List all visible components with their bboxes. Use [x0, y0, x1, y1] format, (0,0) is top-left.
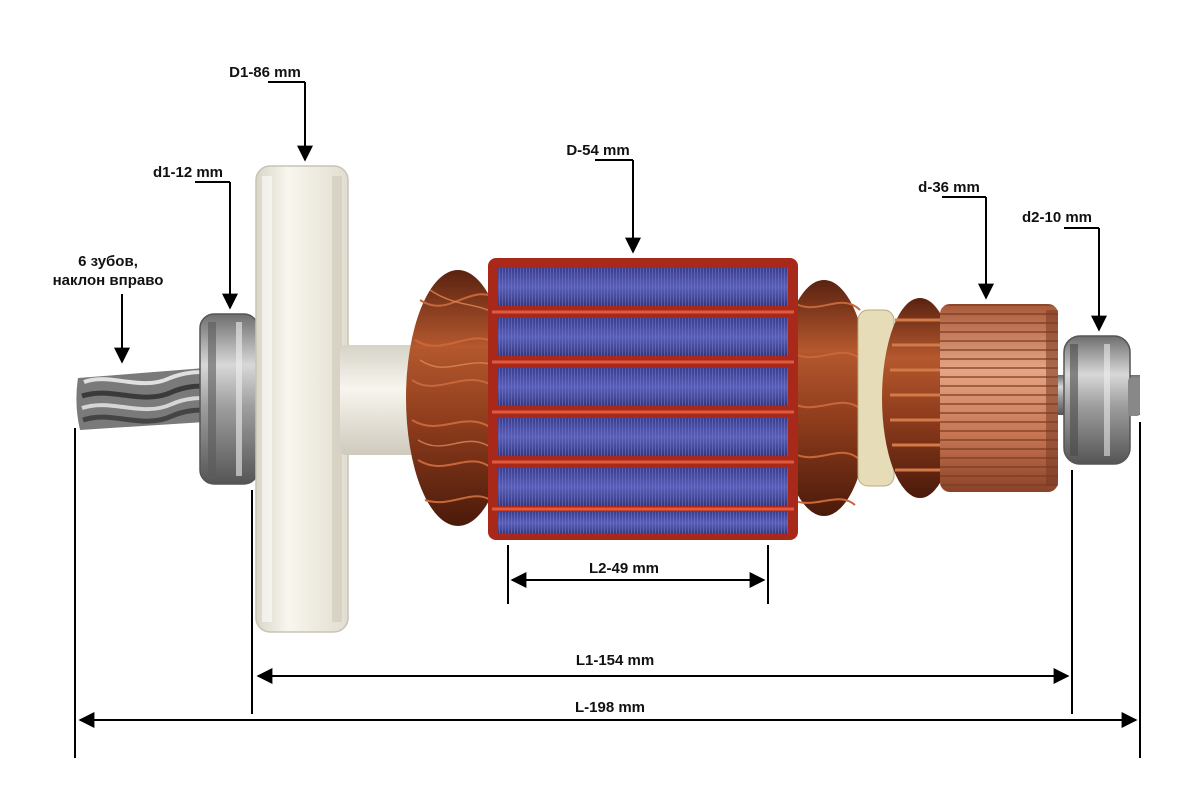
commutator-risers	[882, 298, 958, 498]
label-d1-shaft: d1-12 mm	[153, 164, 223, 181]
label-bearing-span: L1-154 mm	[576, 652, 654, 669]
right-bearing	[1063, 335, 1140, 465]
right-winding	[778, 280, 870, 516]
armature-photo	[76, 165, 1140, 633]
labels: D1-86 mm d1-12 mm 6 зубов, наклон вправо…	[53, 64, 1092, 716]
helical-gear-pinion	[76, 368, 206, 430]
label-core-diameter: D-54 mm	[566, 142, 629, 159]
label-total-length: L-198 mm	[575, 699, 645, 716]
lamination-core	[488, 258, 798, 540]
label-gear-line1: 6 зубов,	[78, 253, 138, 270]
left-bearing	[199, 313, 259, 485]
label-d1-outer: D1-86 mm	[229, 64, 301, 81]
commutator	[940, 304, 1058, 492]
label-gear-line2: наклон вправо	[53, 272, 164, 289]
insulator-hub	[340, 345, 418, 455]
label-d2-bearing: d2-10 mm	[1022, 209, 1092, 226]
label-commutator-diameter: d-36 mm	[918, 179, 980, 196]
annotations	[74, 81, 1141, 758]
left-winding	[406, 270, 510, 526]
label-core-length: L2-49 mm	[589, 560, 659, 577]
cooling-fan	[255, 165, 349, 633]
